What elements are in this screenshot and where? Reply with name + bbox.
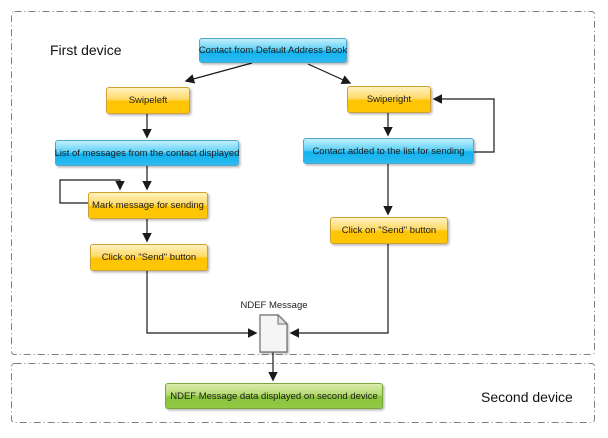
node-label: List of messages from the contact displa…: [54, 147, 240, 159]
node-swipeleft: Swipeleft: [106, 87, 190, 114]
node-list-of-messages: List of messages from the contact displa…: [55, 140, 239, 166]
connector-contact-added-loop-to-swiperight: [432, 94, 495, 153]
node-label: Click on "Send" button: [341, 225, 437, 236]
connector-contact-to-swiperight: [307, 63, 352, 85]
node-label: Swiperight: [366, 94, 412, 105]
node-ndef-displayed-second-device: NDEF Message data displayed on second de…: [165, 383, 383, 409]
node-click-send-button-right: Click on "Send" button: [330, 217, 448, 244]
node-label: Mark message for sending: [92, 200, 204, 211]
node-swiperight: Swiperight: [347, 86, 431, 113]
node-label: Swipeleft: [128, 95, 168, 106]
first-device-label: First device: [50, 42, 122, 58]
connectors: [59, 62, 495, 382]
connector-send-right-to-ndef: [289, 244, 389, 338]
node-contact-added-to-list: Contact added to the list for sending: [303, 138, 474, 164]
document-icon: [259, 313, 289, 353]
node-contact-from-address-book: Contact from Default Address Book: [199, 38, 347, 63]
node-label: Click on "Send" button: [101, 252, 197, 263]
node-click-send-button-left: Click on "Send" button: [90, 244, 208, 271]
ndef-message-label: NDEF Message: [240, 300, 308, 311]
second-device-section: [11, 363, 595, 423]
node-mark-message-for-sending: Mark message for sending: [88, 192, 208, 219]
connector-contact-to-swipeleft: [184, 62, 253, 84]
node-label: Contact from Default Address Book: [198, 45, 348, 56]
node-label: Contact added to the list for sending: [312, 145, 465, 157]
second-device-label: Second device: [481, 389, 573, 405]
connector-mark-self-loop: [59, 179, 125, 204]
connector-send-left-to-ndef: [146, 271, 258, 338]
node-label: NDEF Message data displayed on second de…: [170, 390, 378, 402]
